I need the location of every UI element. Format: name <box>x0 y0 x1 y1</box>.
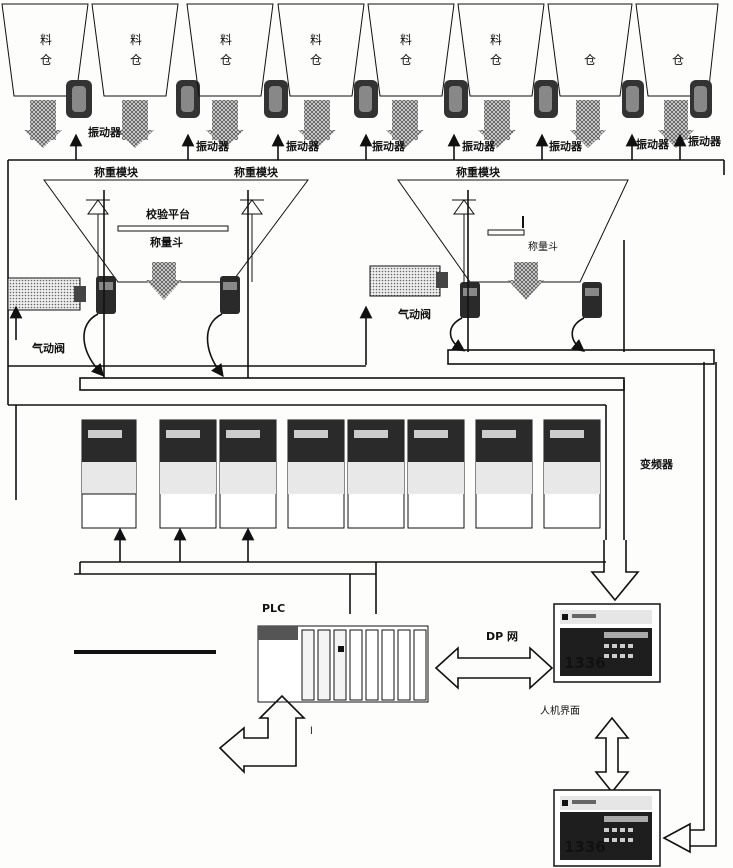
panel-link-arrow <box>594 716 630 794</box>
bin-3-label-2: 仓 <box>220 53 232 67</box>
pneumatic-cylinder-left: 气动阀 <box>7 277 86 355</box>
inverter-row <box>81 419 601 529</box>
panel-2-display: 1336 <box>564 838 606 856</box>
panel-1-display: 1336 <box>564 654 606 672</box>
pneumatic-valve-label-1: 气动阀 <box>31 341 65 355</box>
bin-4-label-2: 仓 <box>310 53 322 67</box>
vibrator-label-3: 振动器 <box>286 139 320 153</box>
bin-3: 料 仓 <box>186 3 288 148</box>
vibrator-label-1: 振动器 <box>88 125 122 139</box>
bin-5-label-1: 料 <box>400 33 412 47</box>
operator-panel-1: 1336 <box>553 603 661 683</box>
vibrator-label-6: 振动器 <box>549 139 583 153</box>
bin-1-label-2: 仓 <box>40 53 52 67</box>
operator-panel-label: 人机界面 <box>540 704 580 717</box>
bin-2: 料 仓 <box>91 3 200 148</box>
bin-1-label-1: 料 <box>40 33 52 47</box>
svg-text:l: l <box>310 726 313 737</box>
bin-6-label-1: 料 <box>490 33 502 47</box>
inverter-2 <box>159 419 217 529</box>
inverter-6 <box>407 419 465 529</box>
plc-rack <box>257 625 429 703</box>
bin-8-label-2: 仓 <box>672 53 684 67</box>
vibrator-label-7: 振动器 <box>636 137 670 151</box>
right-hopper-bus <box>447 349 715 365</box>
inverter-7 <box>475 419 533 529</box>
bin-4: 料 仓 <box>277 3 378 148</box>
inverter-label: 变频器 <box>640 457 674 471</box>
vibrator-label-5: 振动器 <box>462 139 496 153</box>
bin-3-label-1: 料 <box>220 33 232 47</box>
weighing-hopper-left: 校验平台 称量斗 <box>43 179 309 300</box>
right-return-line <box>690 362 705 831</box>
bin-8: 仓 <box>635 3 719 148</box>
bin-4-label-1: 料 <box>310 33 322 47</box>
vibrator-label-4: 振动器 <box>372 139 406 153</box>
weighing-module-label-2: 称重模块 <box>234 165 279 179</box>
bin-5: 料 仓 <box>367 3 468 148</box>
bent-arrow <box>218 694 306 774</box>
downward-arrow-to-panel <box>590 540 640 602</box>
weighing-hopper-right: 称量斗 <box>397 179 629 352</box>
pneumatic-cylinder-right: 气动阀 <box>359 265 448 365</box>
pneumatic-valve-label-2: 气动阀 <box>397 307 431 321</box>
plc-label: PLC <box>262 602 285 615</box>
bin-6-label-2: 仓 <box>490 53 502 67</box>
dp-network-label: DP 网 <box>486 630 518 643</box>
bin-7-label-2: 仓 <box>584 53 596 67</box>
weighing-hopper-label-2: 称量斗 <box>528 240 558 253</box>
inverter-8 <box>543 419 601 529</box>
dp-network-arrow <box>434 646 554 690</box>
bin-2-label-1: 料 <box>130 33 142 47</box>
inverter-4 <box>287 419 345 529</box>
bin-1: 料 仓 <box>1 3 92 148</box>
inverter-bus <box>79 377 625 391</box>
vibrator-arrows <box>69 133 687 160</box>
vibrator-label-8: 振动器 <box>688 134 722 148</box>
gate-valves-right <box>449 282 602 353</box>
inverter-1 <box>81 419 137 529</box>
inverter-3 <box>219 419 277 529</box>
vibrator-label-2: 振动器 <box>196 139 230 153</box>
weighing-hopper-label: 称量斗 <box>150 235 183 249</box>
operator-panel-2: 1336 <box>553 789 661 867</box>
bin-2-label-2: 仓 <box>130 53 142 67</box>
weighing-module-label-1: 称重模块 <box>94 165 139 179</box>
weighing-module-label-3: 称重模块 <box>456 165 501 179</box>
bin-7: 仓 <box>547 3 644 148</box>
bin-5-label-2: 仓 <box>400 53 412 67</box>
calibration-platform-label: 校验平台 <box>146 207 190 221</box>
bin-6: 料 仓 <box>457 3 558 148</box>
inverter-5 <box>347 419 405 529</box>
